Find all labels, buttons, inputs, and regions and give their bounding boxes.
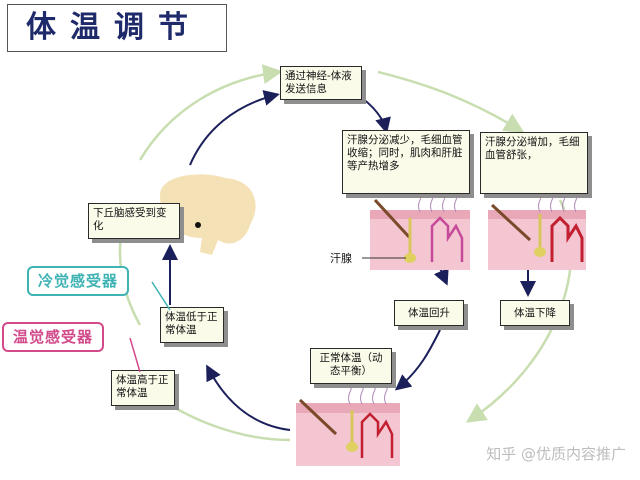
node-signal: 通过神经-体液发送信息 <box>280 66 362 100</box>
node-temp-rise: 体温回升 <box>394 300 464 326</box>
node-temp-low: 体温低于正常体温 <box>160 307 224 343</box>
inner-cycle-arrows <box>162 90 536 431</box>
sensor-cold: 冷觉感受器 <box>27 266 130 296</box>
page-title: 体温调节 <box>7 4 227 52</box>
node-hot-response: 汗腺分泌增加，毛细血管舒张， <box>480 132 588 194</box>
skin-panel-cold <box>370 187 470 270</box>
node-normal: 正常体温（动态平衡） <box>310 348 392 384</box>
label-sweat-gland: 汗腺 <box>330 252 352 265</box>
node-cold-response: 汗腺分泌减少，毛细血管收缩；同时，肌肉和肝脏等产热增多 <box>342 130 470 194</box>
sensor-warm: 温觉感受器 <box>2 322 105 352</box>
skin-panel-normal <box>296 379 400 466</box>
node-temp-high: 体温高于正常体温 <box>111 370 175 406</box>
watermark: 知乎 @优质内容推广 <box>486 445 626 463</box>
brain-illustration <box>160 174 256 255</box>
node-temp-fall: 体温下降 <box>500 300 570 326</box>
node-hypothalamus: 下丘脑感受到变化 <box>88 203 180 239</box>
skin-panel-hot <box>488 187 586 270</box>
